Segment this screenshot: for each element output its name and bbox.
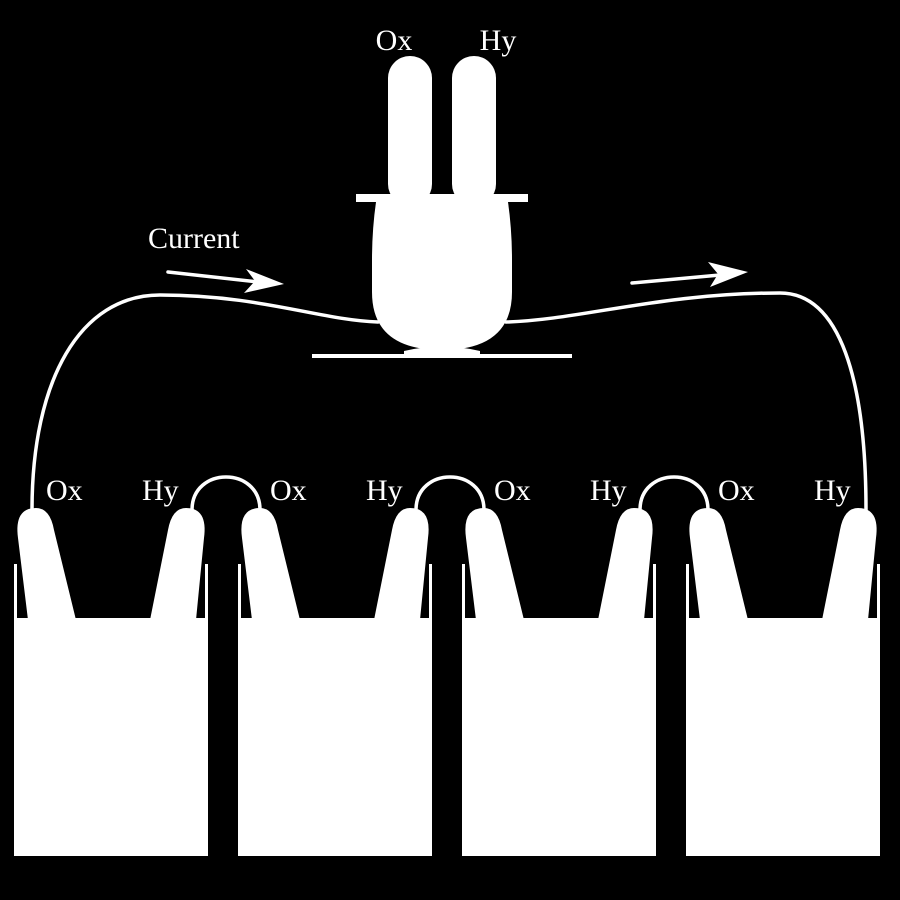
cell-hydrogen-label: Hy bbox=[366, 474, 403, 507]
cell-hydrogen-label: Hy bbox=[814, 474, 851, 507]
cell-oxygen-label: Ox bbox=[494, 474, 531, 507]
cell-oxygen-tube bbox=[465, 508, 524, 620]
current-arrow-right bbox=[630, 262, 748, 287]
circuit-wire-left bbox=[30, 293, 380, 512]
cell-oxygen-label: Ox bbox=[46, 474, 83, 507]
cell-oxygen-tube bbox=[17, 508, 77, 620]
cell-hydrogen-tube bbox=[822, 508, 877, 620]
gas-cell-3: Ox Hy bbox=[462, 474, 656, 856]
current-arrow-left bbox=[166, 269, 284, 293]
voltameter-hydrogen-tube bbox=[452, 56, 496, 206]
circuit-wire-right bbox=[504, 291, 868, 512]
cell-hydrogen-tube bbox=[598, 508, 653, 620]
gas-cell-2: Ox Hy bbox=[238, 474, 432, 856]
voltameter-oxygen-tube bbox=[388, 56, 432, 206]
cell-connector-3-4 bbox=[638, 475, 710, 512]
current-label: Current bbox=[148, 222, 240, 255]
cell-hydrogen-label: Hy bbox=[142, 474, 179, 507]
cell-oxygen-label: Ox bbox=[270, 474, 307, 507]
cell-connector-1-2 bbox=[190, 475, 262, 512]
voltameter-oxygen-label: Ox bbox=[376, 24, 413, 57]
voltameter-hydrogen-label: Hy bbox=[480, 24, 517, 57]
cell-hydrogen-tube bbox=[374, 508, 429, 620]
cell-hydrogen-tube bbox=[150, 508, 205, 620]
gas-cell-1: Ox Hy bbox=[14, 474, 208, 856]
voltameter-stand bbox=[312, 354, 572, 358]
cell-hydrogen-label: Hy bbox=[590, 474, 627, 507]
gas-cell-4: Ox Hy bbox=[686, 474, 880, 856]
cell-oxygen-tube bbox=[689, 508, 748, 620]
voltameter-vessel-foot bbox=[404, 346, 480, 356]
cell-oxygen-tube bbox=[241, 508, 300, 620]
cell-connector-2-3 bbox=[414, 475, 486, 512]
voltameter: Ox Hy bbox=[312, 24, 572, 358]
cell-oxygen-label: Ox bbox=[718, 474, 755, 507]
voltameter-vessel bbox=[356, 194, 528, 350]
